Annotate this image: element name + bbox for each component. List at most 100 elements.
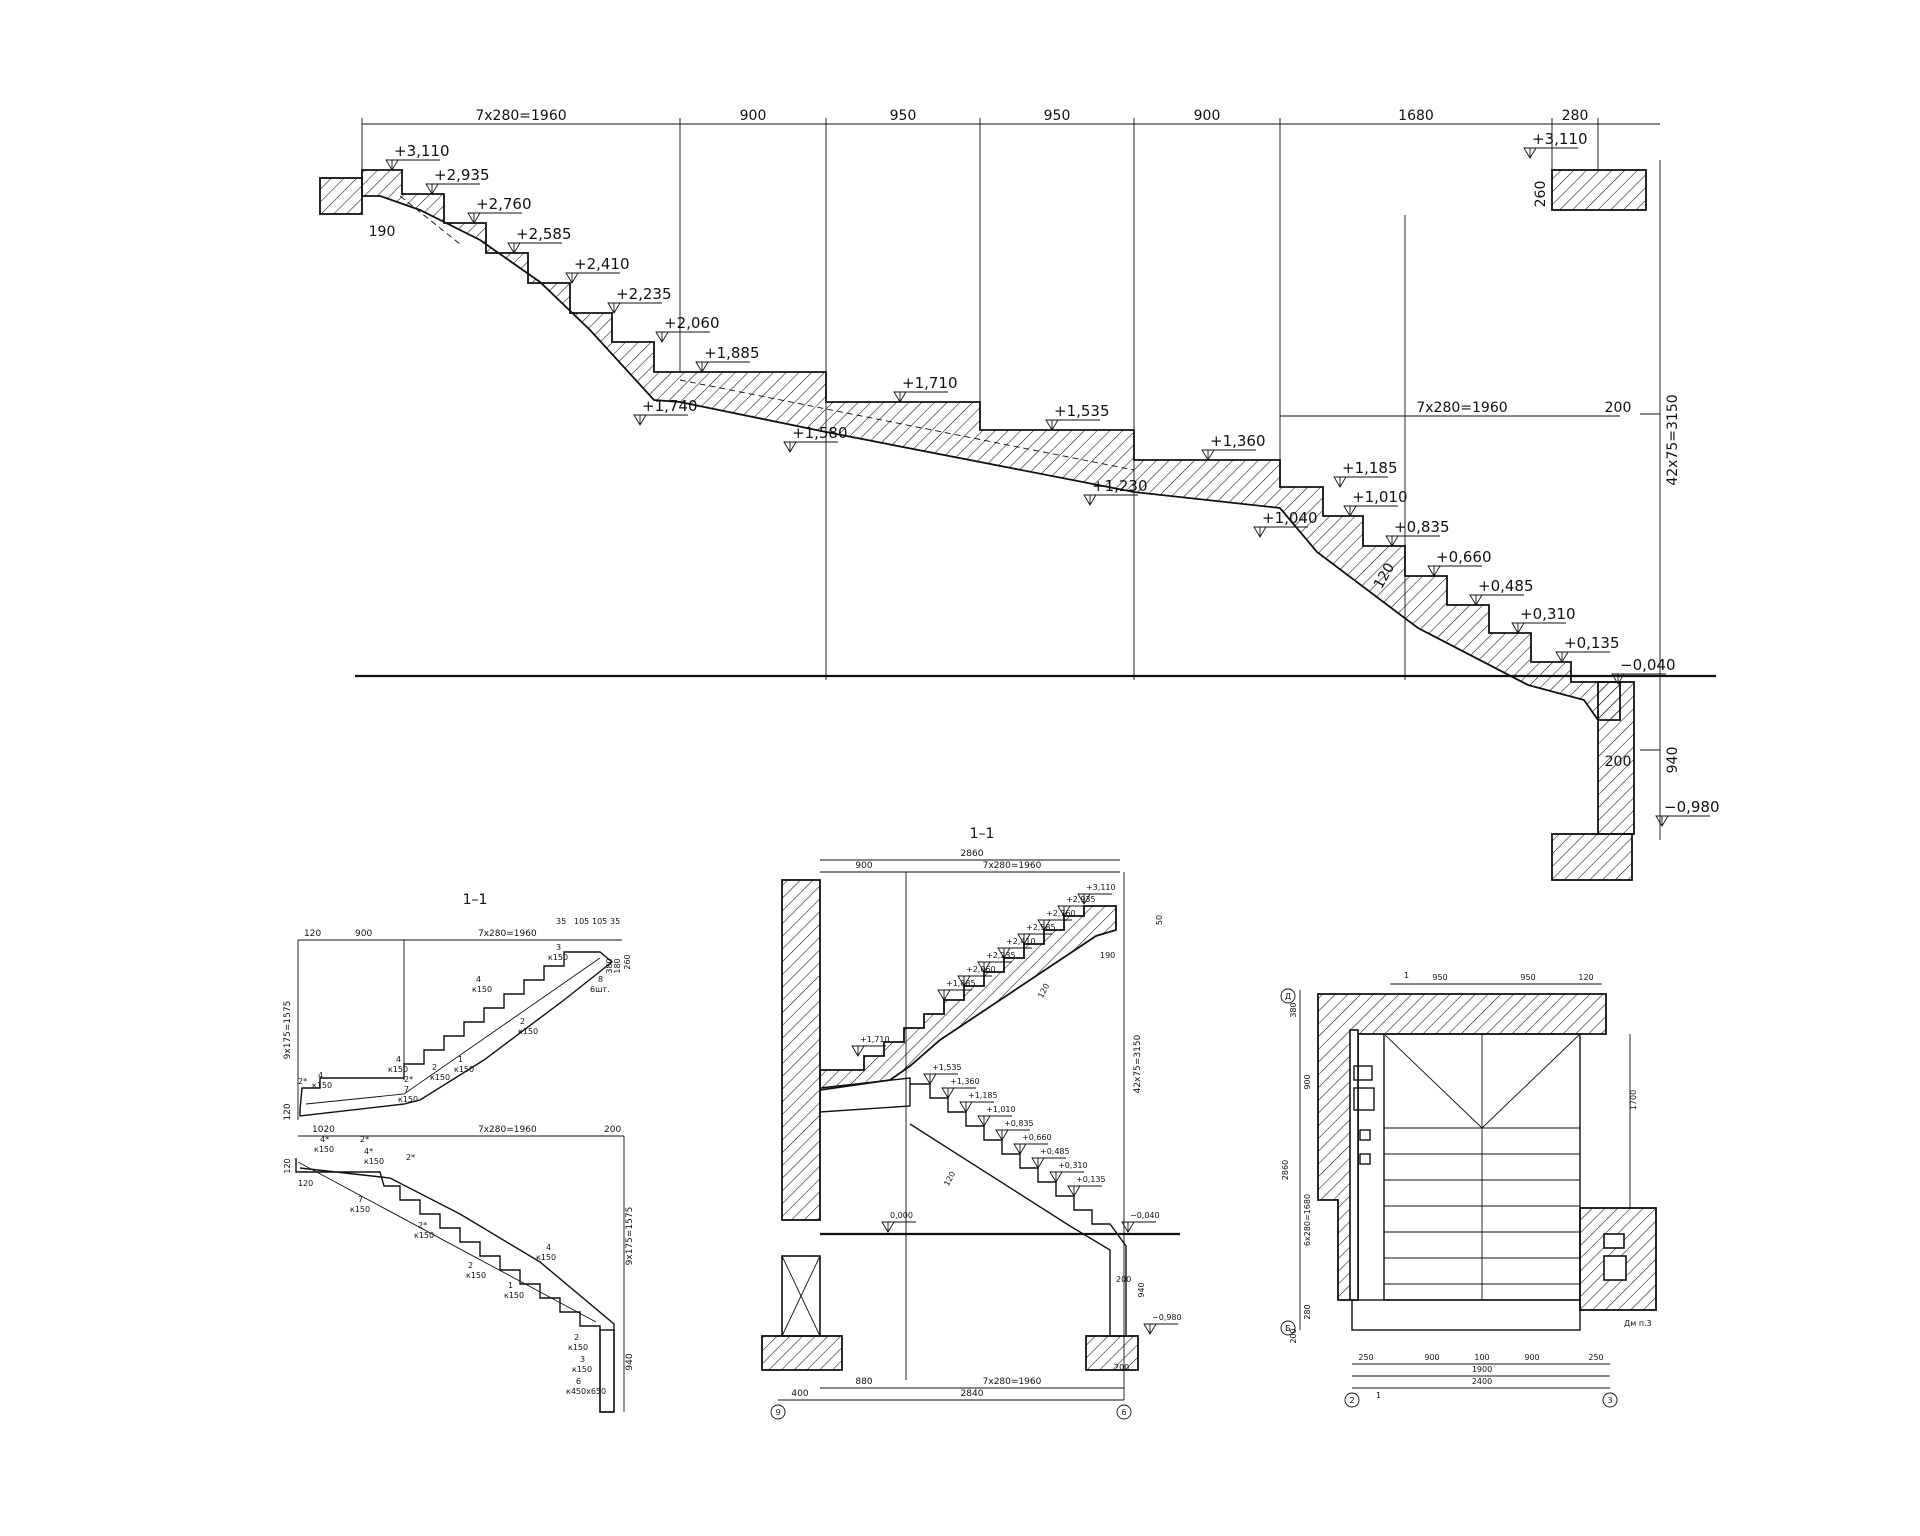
axis-label-d: Д <box>1285 992 1291 1001</box>
level-mark: +3,110 <box>385 142 450 171</box>
dim-940: 940 <box>1665 747 1681 774</box>
level-label: +0,485 <box>1478 577 1534 595</box>
level-mark: +1,710 <box>893 374 958 403</box>
section-c-wall <box>781 879 821 1221</box>
bar-mark: к150 <box>472 985 492 994</box>
flight-hidden-line <box>399 195 461 245</box>
bar-mark: 4* <box>364 1147 373 1156</box>
axis-label-9: 9 <box>775 1408 780 1417</box>
plan-treads <box>1383 1033 1581 1285</box>
level-mark: +2,410 <box>565 255 630 284</box>
level-label: +2,410 <box>1006 937 1036 946</box>
sa-dim-rise: 9x175=1575 <box>283 1001 293 1060</box>
level-label: +2,935 <box>434 166 490 184</box>
level-mark: +1,535 <box>923 1063 962 1085</box>
level-label: +1,010 <box>1352 488 1408 506</box>
level-mark: −0,980 <box>1143 1313 1182 1335</box>
dim-top-280: 280 <box>1562 108 1589 124</box>
level-label: +2,760 <box>476 195 532 213</box>
level-label: +0,310 <box>1058 1161 1088 1170</box>
sc-dim-rise: 42x75=3150 <box>1133 1034 1143 1093</box>
dim-total-rise: 42x75=3150 <box>1665 394 1681 485</box>
sa-dim-380: 380 <box>605 958 614 973</box>
bar-mark: 8 <box>598 975 603 984</box>
bar-mark: к150 <box>312 1081 332 1090</box>
sa-dim-105b: 105 <box>592 917 607 926</box>
bar-mark: 6шт. <box>590 985 610 994</box>
level-mark: +2,935 <box>1057 895 1096 917</box>
sc-dim-50: 50 <box>1155 915 1164 925</box>
plan-dim-treads: 6x280=1680 <box>1303 1194 1312 1246</box>
level-label: +0,135 <box>1076 1175 1106 1184</box>
plan-dim-900a: 900 <box>1424 1353 1439 1362</box>
level-label: +1,010 <box>986 1105 1016 1114</box>
bar-mark: к450x650 <box>566 1387 606 1396</box>
plan-opening-3 <box>1359 1129 1371 1141</box>
level-mark: +1,740 <box>633 397 698 426</box>
level-label: +0,660 <box>1022 1133 1052 1142</box>
bar-mark: 4 <box>476 975 481 984</box>
bar-mark: к150 <box>572 1365 592 1374</box>
level-label: +1,360 <box>950 1077 980 1086</box>
section-c-upper-flight <box>819 905 1117 1092</box>
level-label: +1,535 <box>932 1063 962 1072</box>
sb-dim-200: 200 <box>604 1125 621 1135</box>
bar-mark: к150 <box>568 1343 588 1352</box>
sb-dim-120b: 120 <box>298 1179 313 1188</box>
section-a-rebar <box>305 957 601 1105</box>
bar-mark: 2* <box>404 1075 413 1084</box>
plan-dim-1b: 1 <box>1376 1391 1381 1400</box>
level-mark: +0,660 <box>1427 548 1492 577</box>
level-mark: +0,660 <box>1013 1133 1052 1155</box>
axis-bubble-b <box>1280 1320 1296 1336</box>
bar-mark: 4 <box>546 1243 551 1252</box>
level-label: +2,585 <box>1026 923 1056 932</box>
bar-mark: к150 <box>414 1231 434 1240</box>
level-mark: +1,710 <box>851 1035 890 1057</box>
main-level-marks: +3,110+2,935+2,760+2,585+2,410+2,235+2,0… <box>385 130 1720 827</box>
upper-landing-slab-right <box>1551 169 1647 211</box>
main-stair-section: 7x280=1960 900 950 950 900 1680 280 42x7… <box>319 108 1720 881</box>
level-label: +2,760 <box>1046 909 1076 918</box>
level-label: +1,710 <box>860 1035 890 1044</box>
level-label: −0,980 <box>1152 1313 1182 1322</box>
level-label: +2,235 <box>616 285 672 303</box>
bar-mark: к150 <box>314 1145 334 1154</box>
plan-opening-2 <box>1353 1087 1375 1111</box>
landing-hidden-line <box>679 379 1135 471</box>
plan-dim-1: 1 <box>1404 971 1409 980</box>
section-c-wall-footing <box>761 1335 843 1371</box>
bar-mark: 3 <box>580 1355 585 1364</box>
level-label: +1,230 <box>1092 477 1148 495</box>
level-label: −0,040 <box>1130 1211 1160 1220</box>
bar-mark: 1 <box>508 1281 513 1290</box>
level-mark: +0,835 <box>995 1119 1034 1141</box>
sb-dim-940: 940 <box>625 1353 635 1370</box>
level-label: +1,185 <box>968 1091 998 1100</box>
bar-mark: к150 <box>536 1253 556 1262</box>
level-label: +0,135 <box>1564 634 1620 652</box>
axis-bubble-9 <box>770 1404 786 1420</box>
section-b-column <box>599 1329 615 1413</box>
dim-top-flight-upper: 7x280=1960 <box>475 108 566 124</box>
level-label: +2,235 <box>986 951 1016 960</box>
level-mark: +2,060 <box>957 965 996 987</box>
sa-dim-flight: 7x280=1960 <box>478 929 537 939</box>
plan-dim-900: 900 <box>1303 1074 1312 1089</box>
level-mark: +0,485 <box>1031 1147 1070 1169</box>
dim-top-950b: 950 <box>1044 108 1071 124</box>
plan-dim-200: 200 <box>1289 1328 1298 1343</box>
level-mark: −0,980 <box>1655 798 1720 827</box>
bar-mark: к150 <box>504 1291 524 1300</box>
level-label: +2,410 <box>574 255 630 273</box>
dim-top-950a: 950 <box>890 108 917 124</box>
bar-mark: 4 <box>318 1071 323 1080</box>
section-b-stair-outline <box>295 1158 615 1413</box>
level-mark: +2,235 <box>607 285 672 314</box>
plan-dim-120: 120 <box>1578 973 1593 982</box>
level-label: +1,710 <box>902 374 958 392</box>
plan-opening-4 <box>1359 1153 1371 1165</box>
section-a: 1–1 120 900 7x280=1960 35 105 105 35 9x1… <box>283 892 632 1121</box>
level-label: +2,585 <box>516 225 572 243</box>
